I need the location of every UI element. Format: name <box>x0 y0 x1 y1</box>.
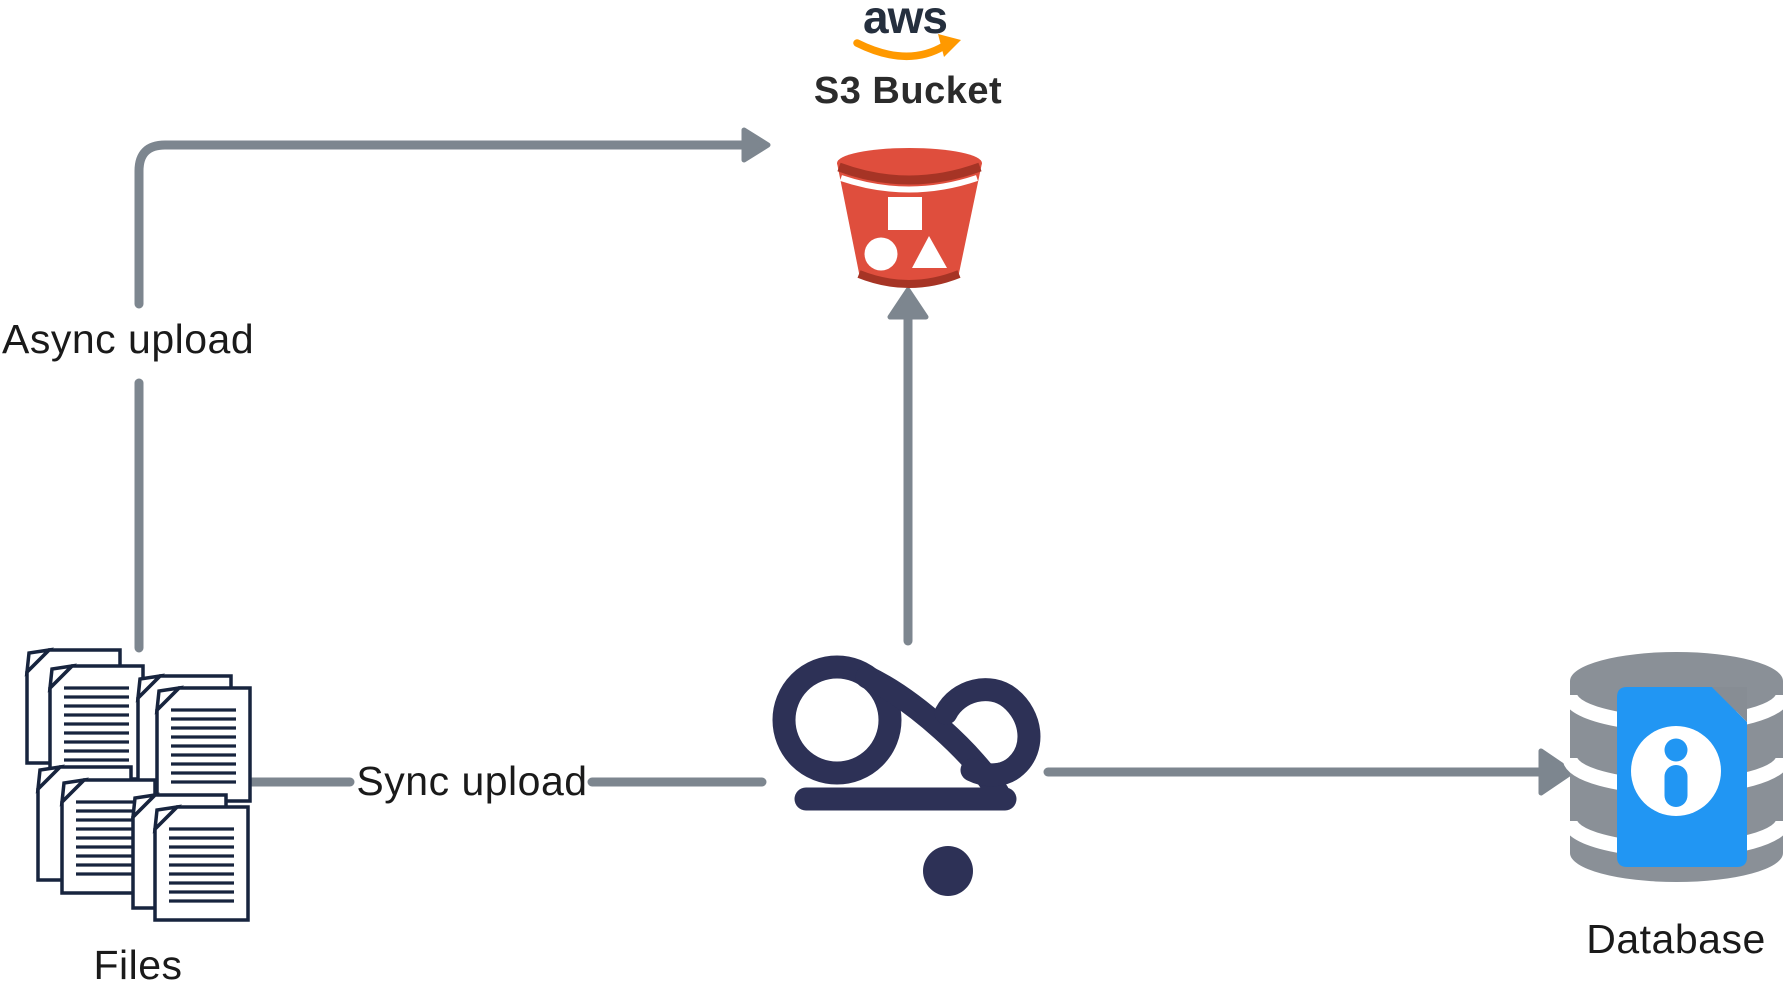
aws-smile-arrow-tip <box>938 34 961 57</box>
files-label: Files <box>93 942 183 988</box>
aws-logo: aws <box>853 0 961 60</box>
cloud-to-database-arrow <box>1043 748 1575 796</box>
async-upload-label: Async upload <box>2 316 255 362</box>
cloud-to-s3-arrow <box>887 287 929 646</box>
cloud-logo-dot <box>923 846 973 896</box>
documents-stack-icon <box>25 648 250 920</box>
async-upload-arrow <box>134 127 771 653</box>
database-label: Database <box>1586 916 1766 962</box>
s3-bucket-label: S3 Bucket <box>813 70 1003 112</box>
aws-smile-icon <box>853 39 948 60</box>
s3-bucket-icon <box>837 148 982 288</box>
aws-logo-text: aws <box>863 0 947 43</box>
cloud-swirl-logo-icon <box>772 655 1041 896</box>
database-info-icon <box>1562 652 1786 882</box>
sync-upload-label: Sync upload <box>356 758 588 804</box>
